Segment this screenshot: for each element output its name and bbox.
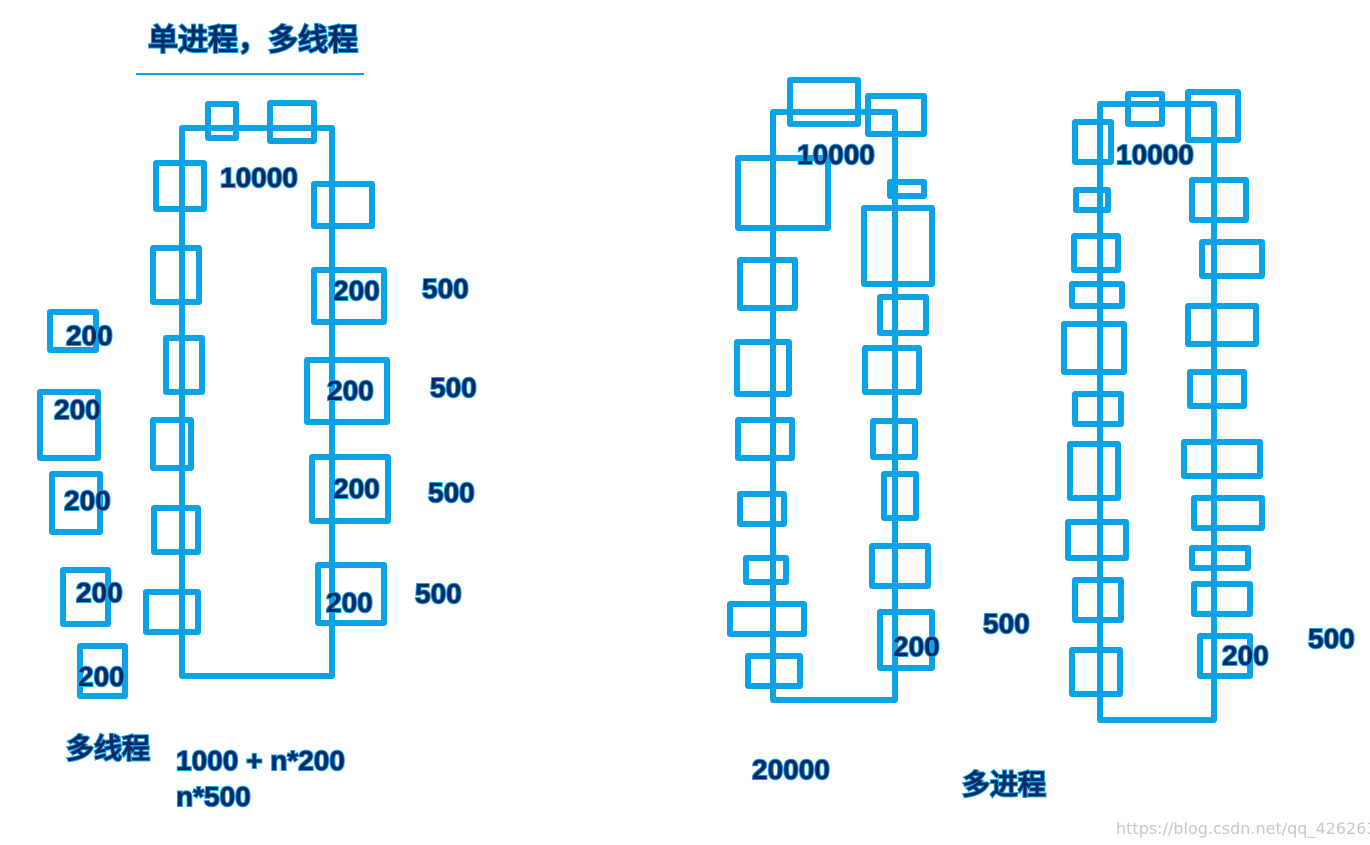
thread-box <box>153 160 207 212</box>
loose-thread-box <box>77 643 128 699</box>
thread-box <box>1185 303 1259 347</box>
thread-value: 200 <box>333 473 380 504</box>
thread-box <box>163 335 205 395</box>
thread-box <box>311 181 375 229</box>
loose-thread-value: 200 <box>76 577 123 608</box>
thread-box <box>1069 281 1125 309</box>
loose-thread-box <box>47 309 99 353</box>
thread-box <box>1061 321 1127 375</box>
thread-box <box>1072 119 1114 165</box>
thread-box <box>787 77 861 127</box>
thread-box <box>1187 369 1247 409</box>
thread-box <box>205 101 239 141</box>
thread-box <box>1199 239 1265 279</box>
thread-box <box>1181 439 1263 479</box>
thread-box <box>1067 441 1121 501</box>
thread-box <box>862 345 922 395</box>
thread-box <box>865 93 927 137</box>
process-memory-label: 10000 <box>797 139 875 170</box>
thread-box <box>1125 91 1165 127</box>
thread-box <box>737 257 798 311</box>
thread-box <box>887 179 927 199</box>
thread-box <box>1189 177 1249 223</box>
thread-box <box>1191 495 1265 531</box>
process-box-right <box>1097 101 1217 723</box>
thread-box <box>311 267 387 325</box>
thread-box <box>735 417 795 461</box>
thread-box <box>151 505 201 555</box>
diagram-title: 单进程，多线程 <box>148 24 358 57</box>
thread-box <box>1073 187 1111 213</box>
thread-box <box>309 454 391 524</box>
side-value: 500 <box>415 578 462 609</box>
thread-box <box>737 491 787 527</box>
watermark: https://blog.csdn.net/qq_42626344 <box>1116 819 1370 839</box>
thread-value: 200 <box>327 375 374 406</box>
side-value: 500 <box>983 608 1030 639</box>
thread-box <box>304 357 390 425</box>
total-memory-label: 20000 <box>752 754 830 785</box>
thread-box <box>743 555 789 585</box>
loose-thread-box <box>49 471 103 535</box>
thread-box <box>1072 577 1124 623</box>
thread-box <box>150 245 202 305</box>
thread-box <box>143 589 201 635</box>
side-value: 500 <box>422 273 469 304</box>
thread-box <box>745 653 803 689</box>
thread-box <box>1191 581 1253 617</box>
thread-box <box>1069 647 1123 697</box>
thread-value: 200 <box>326 587 373 618</box>
process-memory-label: 10000 <box>220 162 298 193</box>
thread-box <box>1071 233 1121 273</box>
thread-box <box>870 418 918 460</box>
multi-thread-caption: 多线程 <box>66 733 150 764</box>
thread-value: 200 <box>1222 640 1269 671</box>
multi-process-caption: 多进程 <box>962 769 1046 800</box>
thread-box <box>1185 89 1241 143</box>
side-value: 500 <box>428 477 475 508</box>
process-box-left <box>179 125 335 679</box>
thread-box <box>735 155 831 231</box>
thread-box <box>869 543 931 589</box>
process-memory-label: 10000 <box>1116 139 1194 170</box>
process-box-middle <box>770 109 898 703</box>
thread-box <box>734 339 792 397</box>
loose-thread-value: 200 <box>66 320 113 351</box>
thread-box <box>877 609 935 671</box>
loose-thread-box <box>60 567 111 627</box>
loose-thread-box <box>37 389 101 461</box>
loose-thread-value: 200 <box>78 661 125 692</box>
side-value: 500 <box>1308 623 1355 654</box>
thread-box <box>1072 391 1124 427</box>
formula-line-1: 1000 + n*200 <box>176 745 345 776</box>
thread-box <box>267 100 317 144</box>
formula-line-2: n*500 <box>176 781 251 812</box>
loose-thread-value: 200 <box>54 394 101 425</box>
thread-box <box>877 294 929 336</box>
thread-box <box>1189 545 1251 571</box>
thread-box <box>1065 519 1129 561</box>
thread-box <box>315 562 387 626</box>
thread-box <box>1197 633 1253 679</box>
thread-box <box>861 205 935 287</box>
thread-value: 200 <box>333 275 380 306</box>
thread-value: 200 <box>893 631 940 662</box>
thread-box <box>727 601 807 637</box>
thread-box <box>150 417 194 471</box>
side-value: 500 <box>430 372 477 403</box>
thread-box <box>881 471 919 521</box>
loose-thread-value: 200 <box>64 485 111 516</box>
